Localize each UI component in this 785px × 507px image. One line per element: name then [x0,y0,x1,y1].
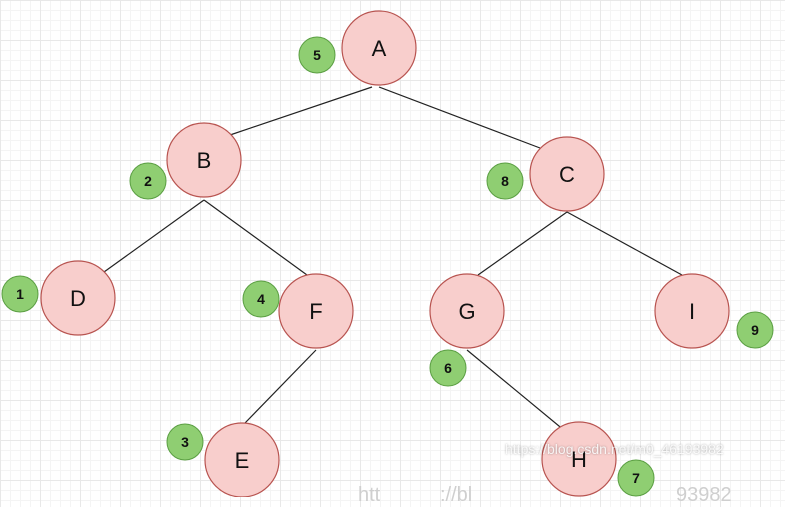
edge-c-g [477,211,568,276]
node-circle [541,421,617,497]
order-badge-g: 6 [429,349,467,387]
badge-number: 4 [257,291,265,307]
node-circle [278,273,354,349]
badge-circle [166,423,204,461]
badge-number: 9 [751,322,759,338]
order-badge-f: 4 [242,280,280,318]
node-label: H [571,447,587,472]
node-a: A [341,10,417,86]
badge-circle [298,36,336,74]
node-circle [204,422,280,497]
watermark-faint-mid: ://bl [440,484,473,506]
order-badge-c: 8 [486,162,524,200]
node-b: B [166,122,242,198]
badge-circle [736,311,774,349]
node-g: G [429,273,505,349]
badge-circle [242,280,280,318]
node-label: G [458,299,475,324]
edge-f-e [244,349,317,424]
badge-number: 8 [501,173,509,189]
edge-a-c [378,86,541,149]
node-label: A [372,36,387,61]
badge-circle [429,349,467,387]
edge-c-i [566,211,683,276]
watermark-faint-right: 93982 [676,484,732,506]
watermark-faint-left: htt [358,484,381,506]
edge-g-h [466,349,566,432]
badge-number: 3 [181,434,189,450]
node-circle [40,260,116,336]
node-circle [529,136,605,212]
node-label: D [70,286,86,311]
node-f: F [278,273,354,349]
node-i: I [654,273,730,349]
order-badge-d: 1 [1,275,39,313]
badge-circle [486,162,524,200]
badge-number: 5 [313,47,321,63]
node-label: F [309,299,322,324]
edge-a-b [229,86,373,136]
edge-b-f [203,199,308,276]
node-h: H [541,421,617,497]
order-badge-h: 7 [617,459,655,497]
node-circle [166,122,242,198]
badge-circle [129,162,167,200]
edge-b-d [103,199,205,273]
watermark-url: https://blog.csdn.net/m0_46193982 [505,441,724,457]
node-e: E [204,422,280,497]
edges-layer [103,86,683,432]
node-circle [654,273,730,349]
node-label: C [559,162,575,187]
node-d: D [40,260,116,336]
order-badge-e: 3 [166,423,204,461]
badge-circle [617,459,655,497]
badge-number: 6 [444,360,452,376]
node-label: E [235,448,250,473]
order-badge-a: 5 [298,36,336,74]
node-label: B [197,148,212,173]
node-label: I [689,299,695,324]
node-circle [341,10,417,86]
node-circle [429,273,505,349]
order-badge-i: 9 [736,311,774,349]
badge-number: 2 [144,173,152,189]
nodes-layer: A B C D F G I E H [40,10,730,497]
node-c: C [529,136,605,212]
badge-number: 1 [16,286,24,302]
badge-number: 7 [632,470,640,486]
badge-circle [1,275,39,313]
order-badge-b: 2 [129,162,167,200]
